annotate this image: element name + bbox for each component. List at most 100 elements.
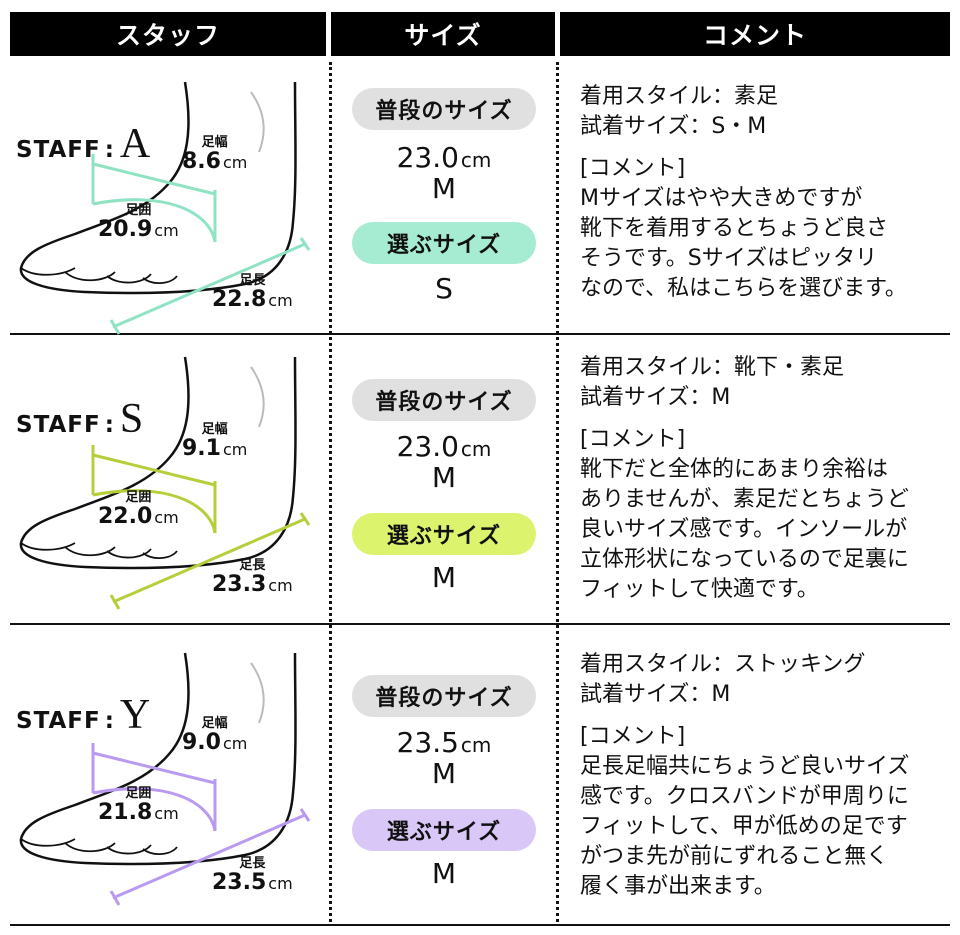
usual-size-badge: 普段のサイズ: [352, 675, 536, 717]
staff-label: STAFF : A: [16, 120, 150, 168]
unit: cm: [268, 575, 293, 595]
foot-length-value: 23.3: [212, 571, 267, 597]
unit: cm: [154, 803, 179, 823]
usual-size-letter: M: [431, 461, 457, 495]
staff-colon: :: [104, 137, 114, 163]
usual-size-badge: 普段のサイズ: [352, 379, 536, 421]
staff-prefix: STAFF: [16, 412, 101, 438]
foot-girth-value: 21.8: [98, 799, 153, 825]
foot-illustration: [19, 356, 311, 610]
foot-length-caption: 足長: [239, 273, 266, 288]
foot-width-value: 9.1: [182, 435, 221, 461]
row-divider: [10, 924, 950, 926]
wear-style: 着用スタイル：靴下・素足: [580, 355, 845, 380]
chosen-size: M: [431, 561, 457, 594]
girth-arc: [92, 489, 217, 534]
staff-initial: A: [119, 121, 151, 167]
unit: cm: [154, 507, 179, 527]
chosen-size-badge: 選ぶサイズ: [352, 809, 536, 851]
staff-prefix: STAFF: [16, 137, 101, 163]
column-divider-left: [329, 62, 332, 922]
foot-girth-caption: 足囲: [125, 786, 152, 801]
header-size: サイズ: [331, 12, 555, 56]
foot-width-caption: 足幅: [201, 135, 228, 150]
usual-size-letter: M: [431, 757, 457, 791]
wear-style: 着用スタイル：ストッキング: [580, 652, 866, 677]
usual-size-cm: 23.0: [396, 141, 459, 174]
usual-size-letter: M: [431, 172, 457, 206]
chosen-size: S: [435, 272, 453, 305]
unit: cm: [154, 220, 179, 240]
tried-sizes: 試着サイズ：S・M: [580, 114, 767, 139]
usual-size-cm: 23.0: [396, 430, 459, 463]
usual-size-cm: 23.5: [396, 726, 459, 759]
comment-heading: [コメント]: [580, 724, 686, 749]
girth-arc: [92, 787, 217, 832]
foot-girth-value: 20.9: [98, 216, 153, 242]
header-staff: スタッフ: [10, 12, 326, 56]
staff-label: STAFF : Y: [16, 691, 150, 739]
unit: cm: [460, 148, 492, 172]
foot-illustration: [19, 652, 311, 906]
comment-heading: [コメント]: [580, 156, 686, 181]
comment-text: 足長足幅共にちょうど良いサイズ 感です。クロスバンドが甲周りに フィットして、甲…: [580, 754, 910, 899]
comment-heading: [コメント]: [580, 427, 686, 452]
length-line: [112, 517, 306, 604]
foot-width-caption: 足幅: [201, 422, 228, 437]
staff-prefix: STAFF: [16, 708, 101, 734]
length-line: [112, 813, 306, 900]
foot-width-value: 9.0: [182, 729, 221, 755]
foot-length-value: 22.8: [212, 286, 267, 312]
unit: cm: [268, 873, 293, 893]
foot-length-caption: 足長: [239, 856, 266, 871]
foot-girth-caption: 足囲: [125, 490, 152, 505]
unit: cm: [460, 733, 492, 757]
unit: cm: [222, 439, 248, 459]
unit: cm: [268, 290, 293, 310]
foot-width-value: 8.6: [182, 148, 221, 174]
chosen-size-badge: 選ぶサイズ: [352, 513, 536, 555]
usual-size-badge: 普段のサイズ: [352, 88, 536, 130]
staff-colon: :: [104, 412, 114, 438]
width-line: [92, 453, 216, 487]
comment-block: 着用スタイル：素足 試着サイズ：S・M [コメント] Mサイズはやや大きめですが…: [580, 82, 952, 304]
comment-text: Mサイズはやや大きめですが 靴下を着用するとちょうど良さ そうです。Sサイズはピ…: [580, 186, 907, 301]
comment-text: 靴下だと全体的にあまり余裕は ありませんが、素足だとちょうど 良いサイズ感です。…: [580, 457, 909, 602]
chosen-size: M: [431, 857, 457, 890]
chosen-size-badge: 選ぶサイズ: [352, 222, 536, 264]
comment-block: 着用スタイル：ストッキング 試着サイズ：M [コメント] 足長足幅共にちょうど良…: [580, 650, 952, 902]
foot-length-value: 23.5: [212, 869, 267, 895]
column-divider-right: [556, 62, 559, 922]
foot-width-caption: 足幅: [201, 716, 228, 731]
tried-sizes: 試着サイズ：M: [580, 385, 731, 410]
tried-sizes: 試着サイズ：M: [580, 682, 731, 707]
foot-girth-value: 22.0: [98, 503, 153, 529]
length-line: [112, 242, 306, 329]
staff-initial: S: [119, 396, 144, 442]
row-divider: [10, 333, 950, 335]
foot-length-caption: 足長: [239, 558, 266, 573]
unit: cm: [222, 733, 248, 753]
wear-style: 着用スタイル：素足: [580, 84, 779, 109]
unit: cm: [222, 152, 248, 172]
row-divider: [10, 623, 950, 625]
foot-illustration: [19, 81, 311, 335]
girth-arc: [92, 198, 217, 243]
width-line: [92, 162, 216, 196]
comment-block: 着用スタイル：靴下・素足 試着サイズ：M [コメント] 靴下だと全体的にあまり余…: [580, 353, 952, 605]
